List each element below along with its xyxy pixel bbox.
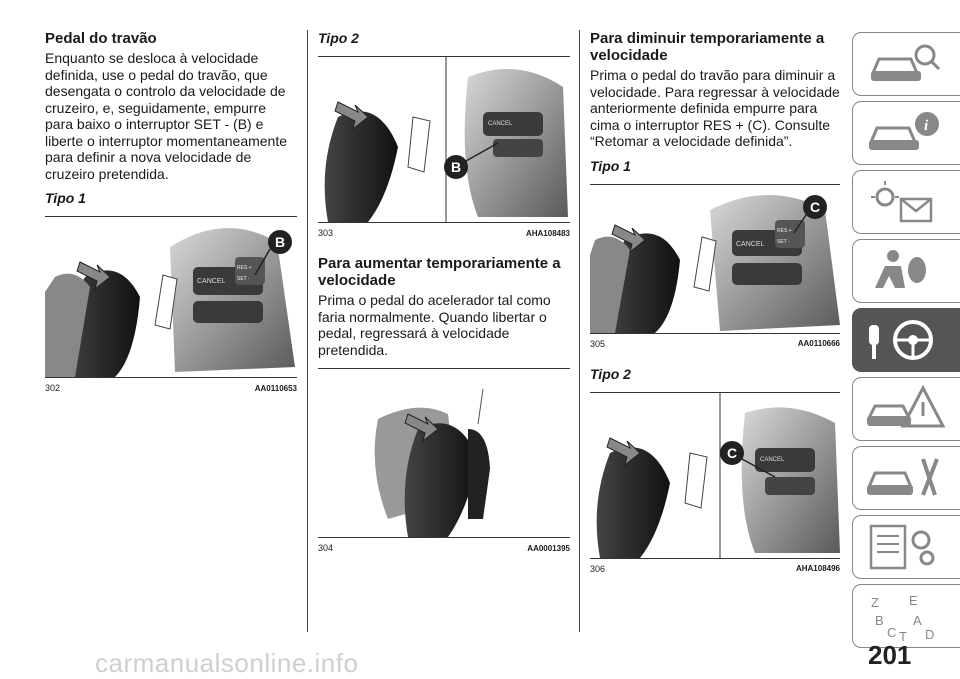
tab-car-search[interactable] — [852, 32, 960, 96]
svg-text:C: C — [887, 625, 896, 640]
page-number: 201 — [868, 640, 912, 670]
section-heading: Para diminuir temporariamente a velocida… — [590, 30, 825, 64]
body-text: Prima o pedal do acelerador tal como far… — [318, 292, 551, 358]
figure-code: AHA108483 — [525, 228, 570, 238]
accelerator-pedal-illustration — [374, 388, 490, 537]
figure-303: CANCEL B 303 AHA108483 — [318, 56, 570, 239]
watermark: carmanualsonline.info — [95, 648, 359, 678]
figure-number: 302 — [45, 383, 61, 393]
tab-index[interactable]: Z E B A C T D — [852, 584, 960, 648]
figure-306: CANCEL C 306 AHA108496 — [590, 391, 840, 575]
column-divider — [307, 30, 308, 632]
figure-caption: 303 AHA108483 — [318, 222, 570, 239]
column-divider — [579, 30, 580, 632]
cancel-switch-label: CANCEL — [736, 241, 765, 248]
callout-c: C — [727, 445, 737, 461]
car-tools-icon — [866, 458, 939, 496]
callout-b: B — [451, 159, 461, 175]
svg-text:T: T — [899, 629, 907, 641]
figure-caption: 305 AA0110666 — [590, 332, 840, 350]
steering-switch-illustration: CANCEL RES + SET - B — [45, 228, 295, 377]
tab-maintenance[interactable] — [852, 446, 960, 510]
list-gears-icon — [869, 524, 935, 570]
steering-switch-illustration: CANCEL RES + SET - C — [590, 194, 840, 333]
column-2: Tipo 2 CANCEL B 303 AHA108483 Para aumen… — [318, 30, 570, 554]
chapter-tabs: i — [852, 32, 960, 653]
figure-code: AA0110653 — [254, 383, 297, 393]
variant-label: Tipo 2 — [590, 365, 631, 382]
tab-starting-driving[interactable] — [852, 308, 960, 372]
svg-text:E: E — [909, 593, 918, 608]
figure-304: 304 AA0001395 — [318, 368, 570, 554]
section-heading: Pedal do travão — [45, 30, 157, 47]
cancel-switch-label: CANCEL — [488, 121, 513, 127]
figure-caption: 306 AHA108496 — [590, 557, 840, 575]
tab-emergency[interactable] — [852, 377, 960, 441]
car-warning-triangle-icon — [866, 384, 945, 428]
figure-number: 305 — [590, 338, 606, 349]
svg-text:A: A — [913, 613, 922, 628]
tab-safety[interactable] — [852, 239, 960, 303]
callout-c: C — [810, 199, 820, 215]
figure-number: 306 — [590, 563, 606, 574]
body-text: Prima o pedal do travão para diminuir a … — [590, 67, 840, 149]
variant-label: Tipo 1 — [45, 190, 86, 206]
column-1: Pedal do travão Enquanto se desloca à ve… — [45, 30, 297, 394]
car-info-icon: i — [868, 112, 939, 150]
airbag-person-icon — [875, 250, 926, 288]
section-heading: Para aumentar temporariamente a velocida… — [318, 255, 561, 289]
tab-warning-lights[interactable] — [852, 170, 960, 234]
figure-code: AHA108496 — [795, 564, 840, 573]
body-text: Enquanto se desloca à velocidade definid… — [45, 50, 288, 182]
figure-302: CANCEL RES + SET - B 302 AA0110653 — [45, 216, 297, 394]
column-3: Para diminuir temporariamente a velocida… — [590, 30, 840, 575]
cancel-switch-label: CANCEL — [197, 278, 226, 285]
set-switch-label: SET - — [777, 239, 790, 245]
svg-text:D: D — [925, 627, 934, 641]
figure-code: AA0110666 — [797, 339, 840, 348]
tab-technical-data[interactable] — [852, 515, 960, 579]
res-switch-label: RES + — [237, 265, 252, 271]
svg-text:i: i — [924, 118, 929, 134]
car-search-icon — [870, 44, 941, 81]
variant-label: Tipo 2 — [318, 30, 359, 46]
steering-switch-illustration: CANCEL C — [596, 392, 840, 558]
key-steering-wheel-icon — [869, 320, 933, 360]
svg-text:Z: Z — [871, 595, 879, 610]
figure-number: 304 — [318, 543, 334, 553]
figure-code: AA0001395 — [527, 543, 570, 553]
cancel-switch-label: CANCEL — [760, 457, 785, 463]
figure-number: 303 — [318, 228, 334, 238]
tab-car-info[interactable]: i — [852, 101, 960, 165]
figure-305: CANCEL RES + SET - C 305 AA0110666 — [590, 183, 840, 350]
set-switch-label: SET - — [237, 276, 250, 282]
svg-text:B: B — [875, 613, 884, 628]
callout-b: B — [275, 234, 285, 250]
alphabet-index-icon: Z E B A C T D — [871, 593, 934, 641]
steering-switch-illustration: CANCEL B — [324, 57, 568, 222]
figure-caption: 304 AA0001395 — [318, 537, 570, 554]
variant-label: Tipo 1 — [590, 157, 631, 174]
warning-light-mail-icon — [871, 181, 933, 223]
res-switch-label: RES + — [777, 228, 792, 234]
figure-caption: 302 AA0110653 — [45, 377, 297, 394]
